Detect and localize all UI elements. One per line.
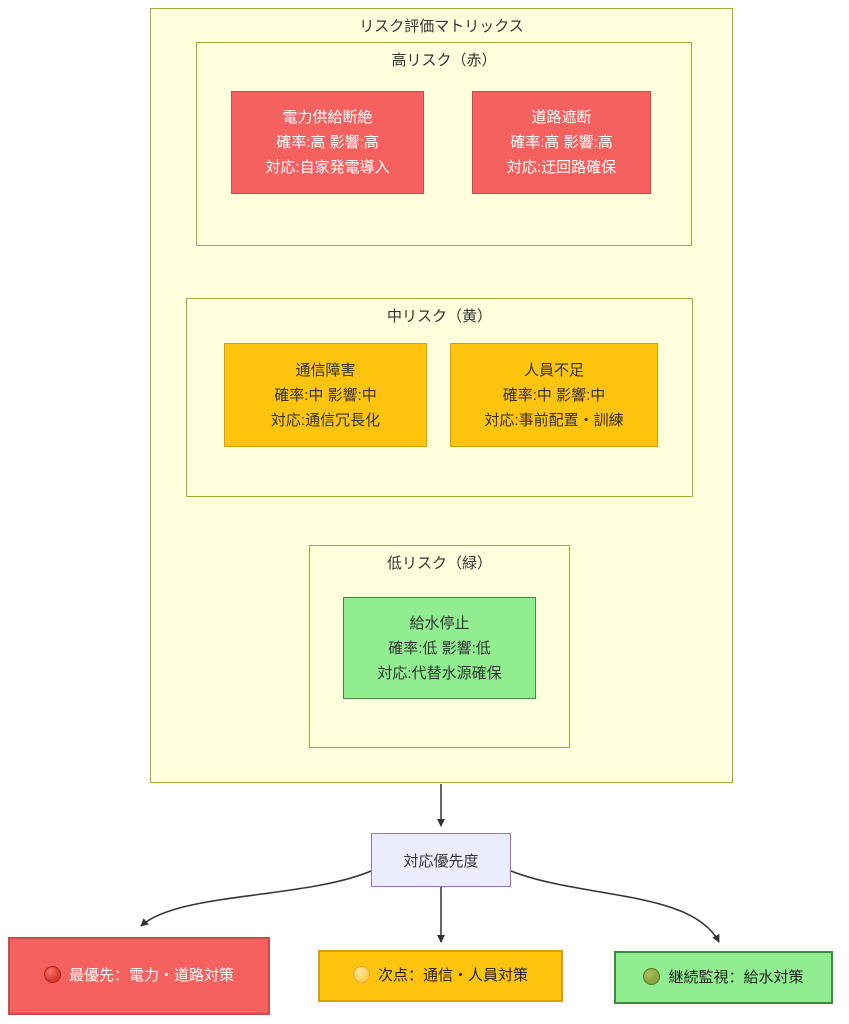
output-label: 次点：通信・人員対策 [377, 967, 528, 984]
output-highest-priority: 最優先：電力・道路対策 [8, 937, 270, 1015]
node-action: 対応:自家発電導入 [265, 159, 390, 176]
node-action: 対応:迂回路確保 [506, 159, 617, 176]
node-action: 対応:通信冗長化 [270, 411, 381, 429]
edge-priority-to-highest [140, 870, 372, 927]
node-name: 道路遮断 [531, 109, 592, 126]
node-power-supply-cutoff: 電力供給断絶 確率:高 影響:高 対応:自家発電導入 [231, 91, 424, 194]
node-metrics: 確率:中 影響:中 [274, 386, 377, 404]
node-communication-failure: 通信障害 確率:中 影響:中 対応:通信冗長化 [224, 343, 427, 447]
green-circle-icon [643, 967, 661, 985]
node-name: 電力供給断絶 [282, 109, 373, 126]
output-label: 継続監視：給水対策 [668, 968, 804, 986]
priority-node: 対応優先度 [371, 833, 511, 887]
subgraph-mid-risk-title: 中リスク（黄） [386, 308, 492, 325]
red-circle-icon [43, 966, 61, 983]
node-metrics: 確率:高 影響:高 [276, 134, 379, 151]
node-metrics: 確率:中 影響:中 [502, 386, 606, 404]
node-action: 対応:代替水源確保 [377, 664, 502, 682]
subgraph-low-risk-title: 低リスク（緑） [386, 555, 492, 572]
matrix-title: リスク評価マトリックス [359, 18, 524, 35]
output-text: 継続監視：給水対策 [643, 966, 804, 990]
output-text: 最優先：電力・道路対策 [43, 964, 234, 988]
node-road-blockage: 道路遮断 確率:高 影響:高 対応:迂回路確保 [472, 91, 651, 194]
node-name: 通信障害 [295, 361, 356, 379]
output-label: 最優先：電力・道路対策 [68, 967, 234, 984]
node-water-supply-stop: 給水停止 確率:低 影響:低 対応:代替水源確保 [343, 597, 536, 699]
priority-label: 対応優先度 [403, 852, 479, 870]
node-metrics: 確率:高 影響:高 [510, 134, 613, 151]
output-continuous-monitoring: 継続監視：給水対策 [614, 951, 833, 1004]
output-second-priority: 次点：通信・人員対策 [318, 950, 563, 1002]
edge-priority-to-monitor [510, 870, 720, 943]
yellow-circle-icon [352, 966, 370, 983]
node-name: 給水停止 [409, 614, 470, 632]
subgraph-high-risk-title: 高リスク（赤） [391, 52, 497, 69]
node-action: 対応:事前配置・訓練 [484, 411, 624, 429]
node-staff-shortage: 人員不足 確率:中 影響:中 対応:事前配置・訓練 [450, 343, 658, 447]
node-metrics: 確率:低 影響:低 [388, 639, 491, 657]
output-text: 次点：通信・人員対策 [352, 964, 528, 988]
node-name: 人員不足 [523, 361, 584, 379]
